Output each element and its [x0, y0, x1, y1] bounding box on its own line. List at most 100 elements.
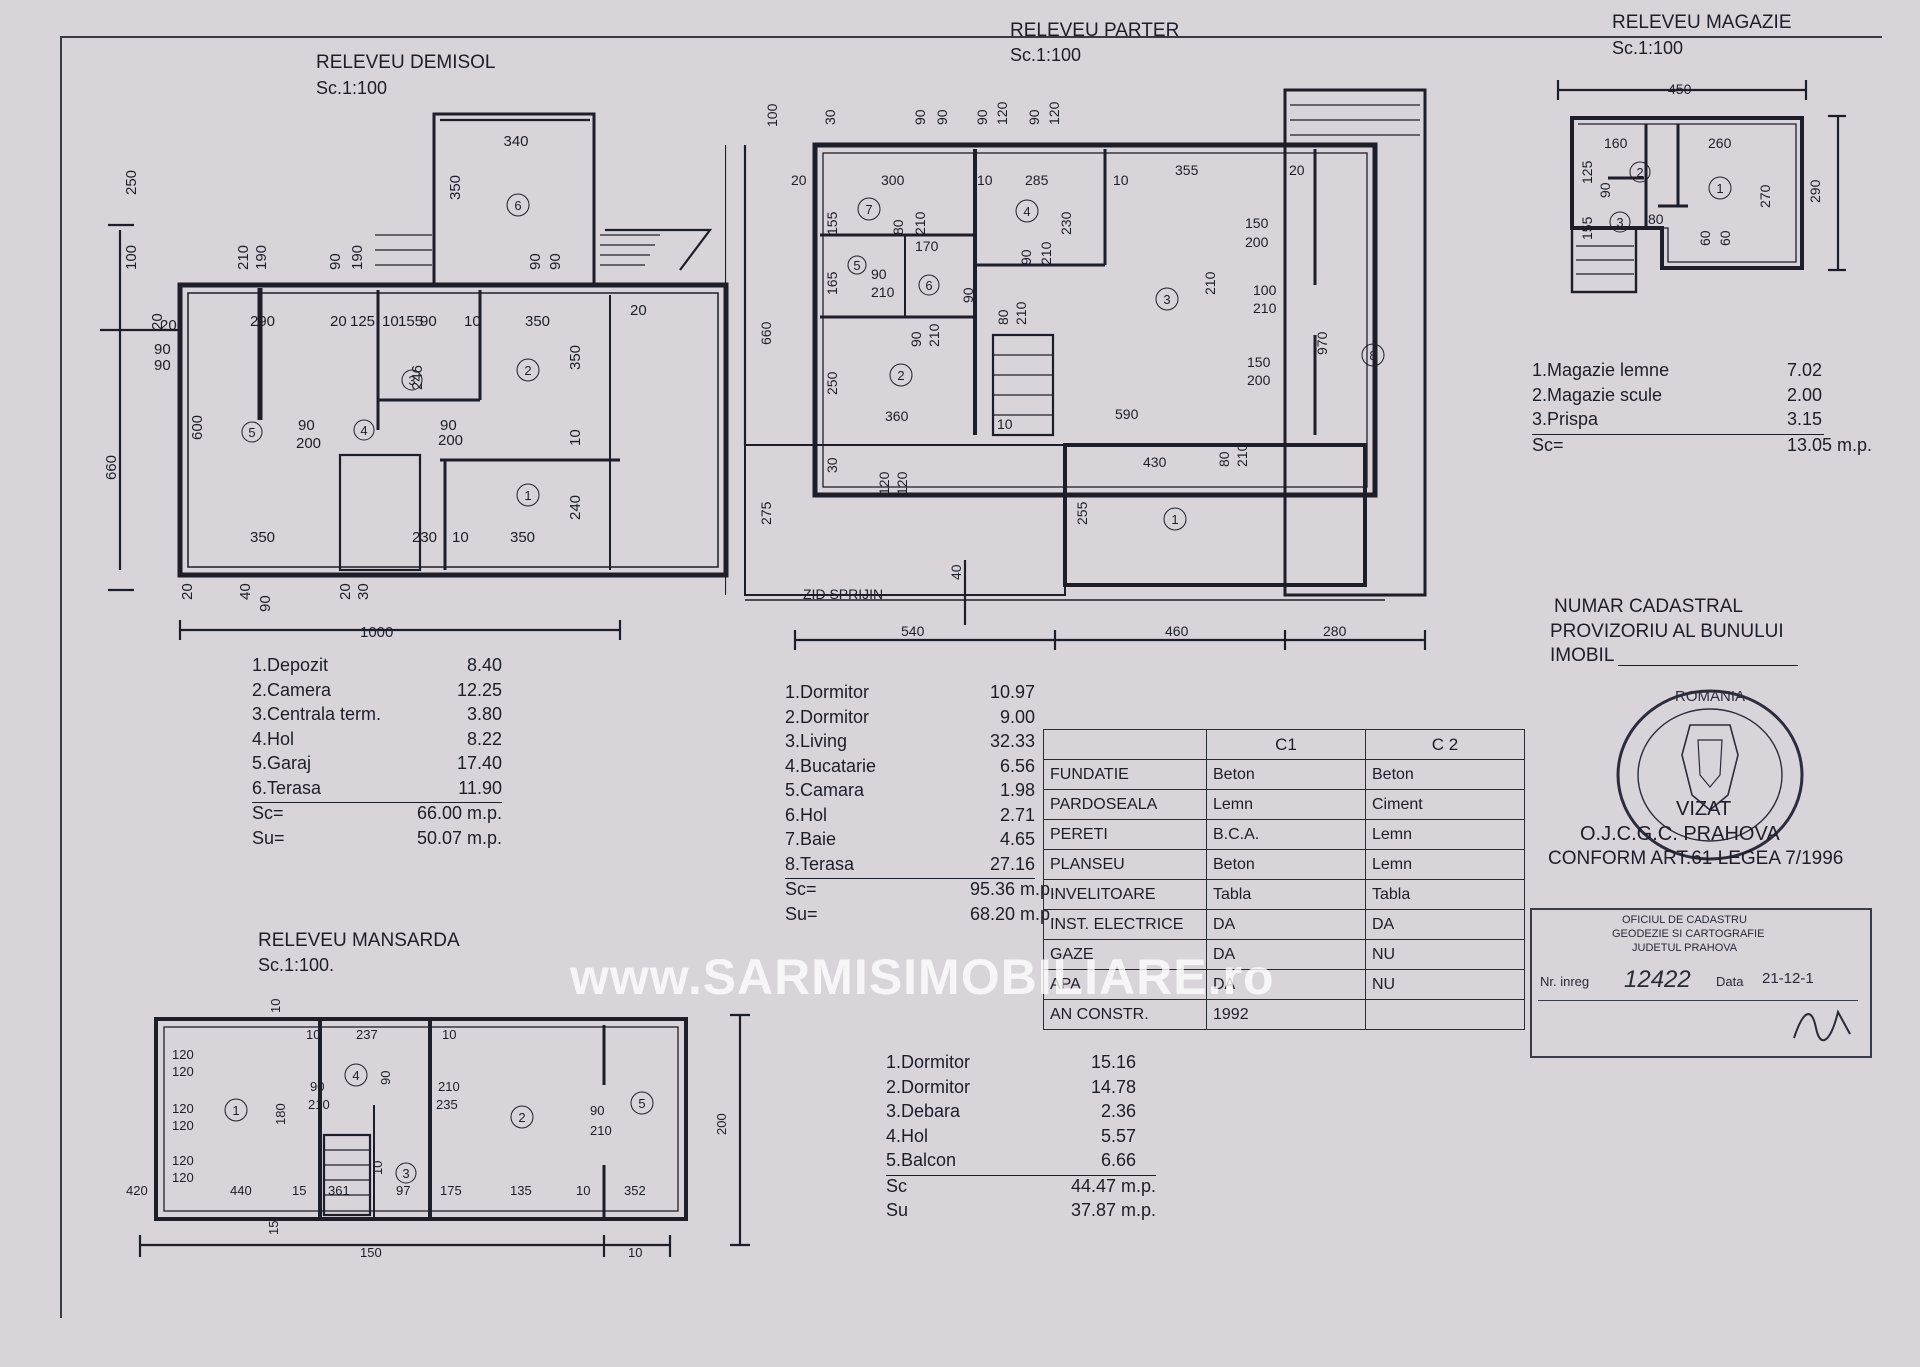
registration-stamp: OFICIUL DE CADASTRU GEODEZIE SI CARTOGRA…: [1530, 908, 1872, 1058]
sheet-frame: [60, 36, 1882, 1318]
dim: 210: [308, 1097, 330, 1112]
demisol-scale: Sc.1:100: [316, 78, 388, 98]
parter-floor-plan: 100 30 90 90 90 120 90 120 20 300 10 285…: [725, 88, 1427, 650]
room-number: 3: [402, 1166, 409, 1181]
dim: 340: [503, 133, 528, 150]
dim: 210: [1013, 301, 1029, 325]
dim: 20: [791, 172, 807, 188]
dim: 90: [1597, 182, 1613, 198]
dim: 200: [296, 435, 321, 452]
dim: 120: [172, 1064, 194, 1079]
dim: 970: [1314, 331, 1330, 355]
dim: 90: [327, 253, 344, 270]
total-row: Sc=13.05 m.p.: [1532, 434, 1872, 455]
parter-title: RELEVEU PARTER: [1010, 20, 1180, 41]
dim: 10: [452, 529, 469, 546]
dim: 590: [1115, 406, 1139, 422]
dim: 10: [306, 1027, 320, 1042]
table-header-cell: [1043, 729, 1207, 760]
dim: 260: [1708, 135, 1732, 151]
magazie-title: RELEVEU MAGAZIE: [1612, 12, 1792, 33]
dim: 10: [268, 999, 283, 1013]
dim: 10: [464, 313, 481, 330]
dim: 255: [1074, 501, 1090, 525]
room-number: 6: [925, 278, 932, 293]
room-number: 3: [1163, 292, 1170, 307]
dim: 120: [172, 1118, 194, 1133]
dim: 30: [824, 457, 840, 473]
dim: 360: [885, 408, 909, 424]
room-number: 1: [524, 488, 531, 503]
dim: 210: [438, 1079, 460, 1094]
dim: 290: [1807, 179, 1823, 203]
room-number: 5: [248, 425, 255, 440]
dim: 120: [172, 1101, 194, 1116]
dim: 210: [912, 211, 928, 235]
dim: 150: [360, 1245, 382, 1260]
dim: 240: [567, 495, 584, 520]
table-header-cell: C1: [1206, 729, 1366, 760]
dim: 210: [1202, 271, 1218, 295]
dim: 10: [997, 416, 1013, 432]
dim: 210: [1038, 241, 1054, 265]
total-row: Su=50.07 m.p.: [252, 827, 502, 848]
stamp-vizat: VIZAT: [1676, 798, 1732, 820]
dim: 175: [440, 1183, 462, 1198]
mansarda-floor-plan: 10 10 237 10 120 120 120 120 120 120 90 …: [126, 999, 750, 1260]
dim: 40: [237, 583, 254, 600]
dim: 120: [1046, 101, 1062, 125]
dim: 10: [576, 1183, 590, 1198]
room-number: 1: [1171, 512, 1178, 527]
dim: 350: [510, 529, 535, 546]
dim: 120: [994, 101, 1010, 125]
watermark-text: www.SARMISIMOBILIARE.ro: [570, 949, 1275, 1005]
stamp-rect-line-1: OFICIUL DE CADASTRU: [1622, 914, 1747, 926]
dim: 20: [1289, 162, 1305, 178]
dim: 200: [714, 1113, 729, 1135]
dim: 120: [172, 1170, 194, 1185]
demisol-title: RELEVEU DEMISOL: [316, 52, 496, 73]
dim: 150: [1247, 354, 1271, 370]
cadastral-line-1: NUMAR CADASTRAL: [1554, 596, 1743, 617]
stamp-data-label: Data: [1716, 974, 1744, 989]
room-number: 7: [865, 202, 872, 217]
dim: 90: [420, 313, 437, 330]
dim: 250: [824, 371, 840, 395]
dim: 60: [1697, 230, 1713, 246]
dim: 10: [382, 313, 399, 330]
dim: 155: [1579, 216, 1595, 240]
dim: 120: [172, 1153, 194, 1168]
dim: 80: [890, 219, 906, 235]
dim: 15: [292, 1183, 306, 1198]
cadastral-line-3: IMOBIL: [1550, 645, 1615, 666]
dim: 10: [370, 1161, 385, 1175]
official-round-stamp: ROMANIA: [1616, 688, 1804, 861]
dim: 20: [630, 302, 647, 319]
dim: 90: [547, 253, 564, 270]
dim: 90: [298, 417, 315, 434]
dim: 90: [908, 331, 924, 347]
total-row: Sc=95.36 m.p.: [785, 879, 1055, 899]
cadastral-underline: [1618, 665, 1798, 666]
dim: 230: [412, 529, 437, 546]
room-number: 6: [514, 198, 521, 213]
